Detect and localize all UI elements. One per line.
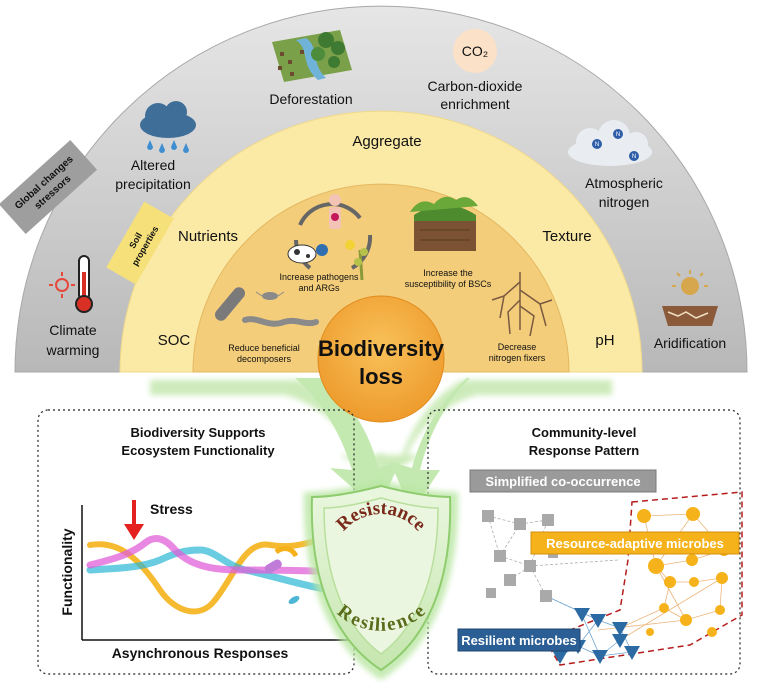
label-resource-adaptive: Resource-adaptive microbes (530, 531, 740, 555)
stressor-label-line1: Carbon-dioxide (428, 78, 523, 94)
shield: Resistance Resilience (303, 480, 459, 680)
global-changes-stressors-tag: Global changes stressors (0, 140, 98, 234)
nitrogen-cloud-icon: N N N (568, 120, 652, 166)
center-label-line1: Biodiversity (318, 336, 445, 361)
svg-text:N: N (616, 132, 620, 138)
stressor-atmospheric-nitrogen: N N N Atmospheric nitrogen (568, 120, 663, 210)
svg-text:N: N (632, 154, 636, 160)
stressor-aridification: Aridification (654, 270, 726, 351)
pathogen-cycle-icon (287, 194, 373, 281)
effect-label-line2: nitrogen fixers (489, 353, 546, 363)
rain-cloud-icon (140, 101, 196, 153)
stressor-label: Aridification (654, 335, 726, 351)
stressor-label: Deforestation (269, 91, 352, 107)
effect-label-line1: Increase pathogens (279, 272, 359, 282)
effect-increase-bsc-susceptibility: Increase the susceptibility of BSCs (405, 196, 492, 289)
left-panel: Biodiversity Supports Ecosystem Function… (37, 409, 355, 675)
soil-property-ph: pH (595, 332, 614, 349)
stressor-label-line2: nitrogen (599, 194, 650, 210)
simplified-label: Simplified co-occurrence (485, 474, 640, 489)
left-panel-title-line1: Biodiversity Supports (130, 425, 265, 440)
effect-label-line2: decomposers (237, 354, 292, 364)
stressor-co2-enrichment: CO₂ Carbon-dioxide enrichment (428, 29, 523, 112)
effect-decrease-nitrogen-fixers: Decrease nitrogen fixers (489, 272, 553, 363)
moss-soil-icon (410, 196, 478, 251)
stressor-altered-precipitation: Altered precipitation (115, 101, 196, 192)
center-label-line2: loss (359, 364, 403, 389)
deforestation-icon (272, 30, 352, 82)
soil-property-texture: Texture (542, 228, 591, 245)
response-curves (86, 535, 339, 615)
soil-property-aggregate: Aggregate (352, 133, 421, 150)
resource-region-outline (543, 491, 743, 666)
effect-label-line1: Increase the (423, 268, 473, 278)
stressor-label-line2: warming (46, 342, 100, 358)
label-simplified-cooccurrence: Simplified co-occurrence (469, 469, 657, 493)
y-axis-label: Functionality (59, 528, 75, 615)
resilient-label: Resilient microbes (461, 633, 577, 648)
stress-label: Stress (150, 501, 193, 517)
stressor-label-line1: Altered (131, 157, 175, 173)
soil-property-soc: SOC (158, 332, 191, 349)
left-panel-title-line2: Ecosystem Functionality (121, 443, 275, 458)
sun-dry-soil-icon (662, 270, 718, 326)
stressor-climate-warming: Climate warming (46, 255, 100, 358)
microbe-cells (264, 546, 300, 604)
stressor-label-line2: enrichment (440, 96, 509, 112)
svg-text:N: N (595, 142, 599, 148)
roots-icon (491, 272, 553, 337)
gray-nodes (482, 510, 558, 602)
stressor-deforestation: Deforestation (269, 30, 353, 107)
stressor-label-line1: Atmospheric (585, 175, 663, 191)
right-panel-title-line1: Community-level (532, 425, 637, 440)
stressor-label-line1: Climate (49, 322, 97, 338)
resource-label: Resource-adaptive microbes (546, 536, 724, 551)
effect-label-line2: and ARGs (298, 283, 340, 293)
flow-arrows (150, 378, 612, 512)
effect-label-line1: Reduce beneficial (228, 343, 300, 353)
co2-icon-text: CO₂ (462, 43, 488, 59)
stress-arrow (124, 500, 144, 540)
right-panel: Community-level Response Pattern (427, 409, 743, 675)
bacteria-icon (215, 287, 319, 327)
soil-property-nutrients: Nutrients (178, 228, 238, 245)
effect-label-line1: Decrease (498, 342, 537, 352)
x-axis-label: Asynchronous Responses (112, 645, 289, 661)
effect-increase-pathogens: Increase pathogens and ARGs (279, 194, 373, 293)
orange-nodes (637, 507, 730, 637)
stressor-label-line2: precipitation (115, 176, 191, 192)
thermometer-icon (49, 255, 93, 313)
co2-icon: CO₂ (453, 29, 497, 73)
effect-label-line2: susceptibility of BSCs (405, 279, 492, 289)
right-panel-title-line2: Response Pattern (529, 443, 640, 458)
effect-reduce-decomposers: Reduce beneficial decomposers (215, 287, 319, 364)
label-resilient-microbes: Resilient microbes (457, 628, 581, 652)
biodiversity-loss-center: Biodiversity loss (317, 295, 445, 423)
